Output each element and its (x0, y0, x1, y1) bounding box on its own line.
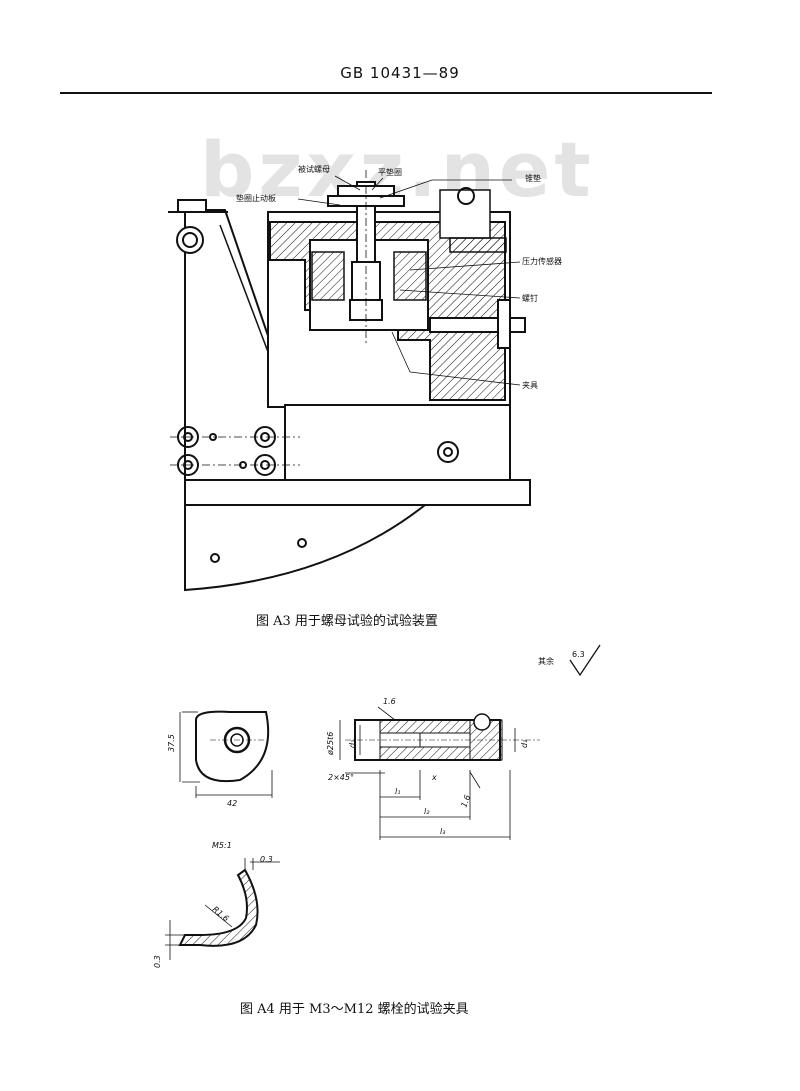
dim-d1-left: d₁ (348, 740, 357, 748)
dim-width: 42 (227, 799, 237, 808)
fixture-section-view (339, 706, 540, 840)
figure-a3-leaders (297, 175, 521, 386)
dim-d1-right: d₁ (520, 740, 529, 748)
dim-l1: l₁ (395, 787, 400, 796)
dim-height: 37.5 (167, 734, 176, 752)
dim-radius: R1.6 (211, 905, 231, 924)
dim-l2: l₂ (424, 807, 430, 816)
detail-scale: M5:1 (212, 841, 232, 850)
roughness-note: 其余 (538, 656, 554, 666)
figure-a3-drawing (168, 170, 531, 592)
dim-roughness-1: 1.6 (383, 697, 396, 706)
header-rule (60, 92, 712, 94)
document-number: GB 10431—89 (340, 64, 460, 82)
dim-l3: l₃ (440, 827, 445, 836)
dim-offset-top: 0.3 (260, 855, 273, 864)
label-lock-washer: 锥垫 (525, 173, 541, 183)
label-tested-nut: 被试螺母 (298, 164, 330, 174)
label-washer-stop-plate: 垫圈止动板 (236, 193, 276, 203)
label-fixture: 夹具 (522, 380, 538, 390)
label-flat-washer: 平垫圈 (378, 167, 402, 177)
dim-diameter: ø25t6 (326, 732, 335, 756)
dim-offset-side: 0.3 (153, 955, 162, 968)
dim-chamfer: 2×45° (328, 773, 354, 782)
label-screw: 螺钉 (522, 293, 538, 303)
fixture-detail-view (165, 858, 280, 960)
figure-a4-caption: 图 A4 用于 M3～M12 螺栓的试验夹具 (240, 1002, 469, 1017)
roughness-value: 6.3 (572, 650, 585, 659)
dim-roughness-2: 1.6 (459, 794, 472, 809)
figure-a3-labels: 被试螺母 平垫圈 锥垫 垫圈止动板 压力传感器 螺钉 夹具 (236, 164, 562, 390)
label-load-cell: 压力传感器 (522, 256, 562, 266)
fixture-end-view (179, 710, 273, 798)
figure-a3-caption: 图 A3 用于螺母试验的试验装置 (256, 614, 438, 629)
dim-x: x (431, 773, 437, 782)
roughness-symbol: 其余 6.3 (538, 644, 601, 677)
